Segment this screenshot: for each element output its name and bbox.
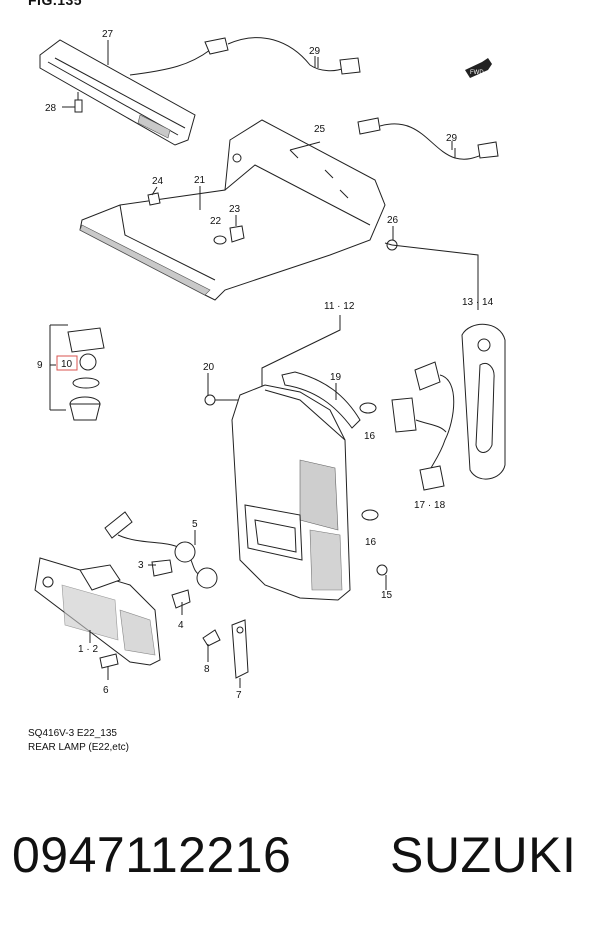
callout-7: 7	[236, 690, 242, 701]
diagram-panel: FIG.135 FWD	[28, 0, 506, 753]
highlight-box	[56, 355, 78, 371]
footer-bar	[0, 775, 600, 932]
callout-25: 25	[314, 124, 326, 135]
figure-caption-code: SQ416V-3 E22_135	[28, 728, 117, 739]
forward-arrow-icon: FWD	[465, 58, 492, 78]
callout-29-right: 29	[446, 133, 458, 144]
fwd-label: FWD	[470, 70, 484, 76]
bulb-socket-group[interactable]	[49, 324, 105, 421]
exploded-parts-diagram: FWD	[34, 29, 506, 701]
callout-26: 26	[387, 215, 399, 226]
callout-24: 24	[152, 176, 164, 187]
clip-23[interactable]	[229, 225, 245, 243]
callout-27: 27	[102, 29, 114, 40]
callout-28: 28	[45, 103, 57, 114]
gasket-13-14[interactable]	[461, 323, 506, 480]
figure-title: FIG.135	[28, 0, 83, 8]
bulb-16-lower[interactable]	[361, 509, 379, 521]
callout-19: 19	[330, 372, 342, 383]
high-mount-stop-lamp[interactable]	[39, 39, 196, 146]
callout-11-12: 11 · 12	[324, 301, 355, 312]
figure-caption-name: REAR LAMP (E22,etc)	[28, 742, 129, 753]
wire-harness-right[interactable]	[357, 117, 499, 160]
callout-17-18: 17 · 18	[414, 500, 446, 511]
screw-6[interactable]	[99, 653, 119, 680]
wire-harness-upper[interactable]	[129, 37, 361, 76]
callout-5: 5	[192, 519, 198, 530]
gasket-19[interactable]	[281, 371, 361, 429]
callout-23: 23	[229, 204, 241, 215]
socket-harness-17-18[interactable]	[391, 361, 455, 491]
callout-15: 15	[381, 590, 393, 601]
callout-22: 22	[210, 216, 222, 227]
side-socket-harness[interactable]	[104, 511, 218, 589]
callout-10: 10	[61, 359, 73, 370]
lamp-bracket[interactable]	[79, 119, 386, 301]
screw-15[interactable]	[376, 564, 388, 576]
callout-6: 6	[103, 685, 109, 696]
bulb-4[interactable]	[171, 589, 191, 609]
callout-1-2: 1 · 2	[78, 644, 98, 655]
callout-16-lower: 16	[365, 537, 377, 548]
callout-3: 3	[138, 560, 144, 571]
bulb-3[interactable]	[151, 559, 173, 577]
callout-16-upper: 16	[364, 431, 376, 442]
side-lamp[interactable]	[34, 557, 161, 666]
part-number: 0947112216	[12, 827, 292, 883]
callout-21: 21	[194, 175, 206, 186]
screw-20[interactable]	[204, 394, 240, 406]
screw-8[interactable]	[202, 629, 221, 660]
callout-29-upper: 29	[309, 46, 321, 57]
bulb-16-upper[interactable]	[359, 402, 377, 414]
screw-part[interactable]	[62, 92, 83, 113]
rear-combination-lamp[interactable]	[231, 384, 351, 601]
brand-name: SUZUKI	[390, 827, 577, 883]
clip-22[interactable]	[213, 235, 227, 245]
callout-4: 4	[178, 620, 184, 631]
callout-13-14: 13 · 14	[462, 297, 494, 308]
bracket-7[interactable]	[231, 619, 249, 688]
callout-20: 20	[203, 362, 215, 373]
callout-9: 9	[37, 360, 43, 371]
screw-24[interactable]	[147, 192, 161, 206]
callout-8: 8	[204, 664, 210, 675]
